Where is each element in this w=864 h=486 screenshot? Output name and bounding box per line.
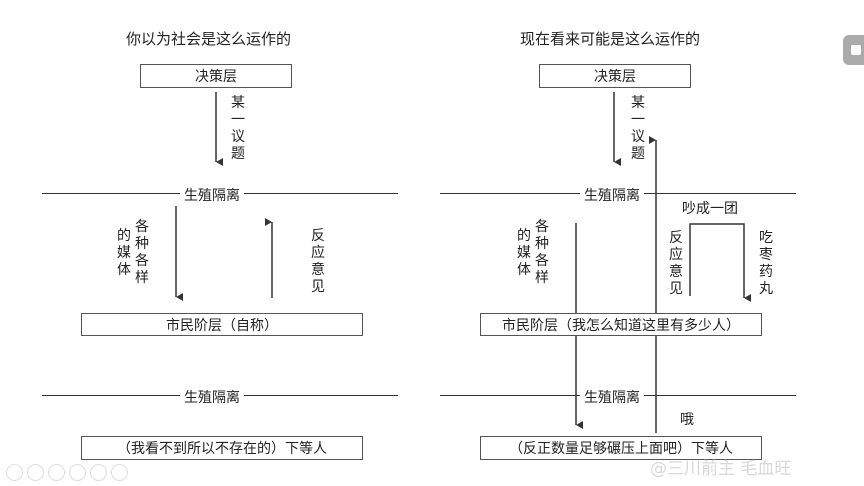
left-media-label-col2: 的媒体 [117, 228, 131, 278]
share-icon [90, 464, 107, 481]
left-divider-2-label: 生殖隔离 [180, 387, 244, 407]
right-topic-label: 某一议题 [631, 95, 645, 162]
right-pills-label: 吃枣药丸 [759, 230, 773, 297]
left-feedback-label: 反应意见 [311, 228, 325, 295]
right-divider-2-label: 生殖隔离 [580, 387, 644, 407]
left-divider-1-label: 生殖隔离 [180, 185, 244, 205]
right-quarrel-bracket [689, 223, 751, 302]
side-panel-button[interactable] [843, 35, 864, 65]
share-icon [48, 464, 65, 481]
left-title: 你以为社会是这么运作的 [126, 30, 292, 48]
share-icons [6, 464, 128, 481]
share-icon [27, 464, 44, 481]
right-feedback-label: 反应意见 [669, 230, 683, 297]
share-icon [69, 464, 86, 481]
right-decision-layer-box: 决策层 [539, 64, 691, 88]
right-title: 现在看来可能是这么运作的 [520, 30, 701, 48]
left-topic-label: 某一议题 [231, 95, 245, 162]
square-icon [851, 45, 861, 55]
right-divider-1-label: 生殖隔离 [580, 185, 644, 205]
watermark: @三川前主 毛血旺 [650, 459, 792, 479]
share-icon [111, 464, 128, 481]
right-media-label-col1: 各种各样 [535, 219, 549, 286]
left-citizen-box: 市民阶层（自称） [81, 313, 363, 336]
right-quarrel-label: 吵成一团 [682, 201, 738, 217]
share-icon [6, 464, 23, 481]
right-oh-label: 哦 [680, 412, 694, 428]
left-decision-layer-box: 决策层 [140, 64, 292, 88]
left-lower-class-box: （我看不到所以不存在的）下等人 [81, 436, 363, 460]
right-lower-class-box: （反正数量足够碾压上面吧）下等人 [480, 436, 762, 460]
left-media-label-col1: 各种各样 [135, 219, 149, 286]
right-media-label-col2: 的媒体 [517, 228, 531, 278]
right-citizen-box: 市民阶层（我怎么知道这里有多少人） [480, 313, 762, 336]
